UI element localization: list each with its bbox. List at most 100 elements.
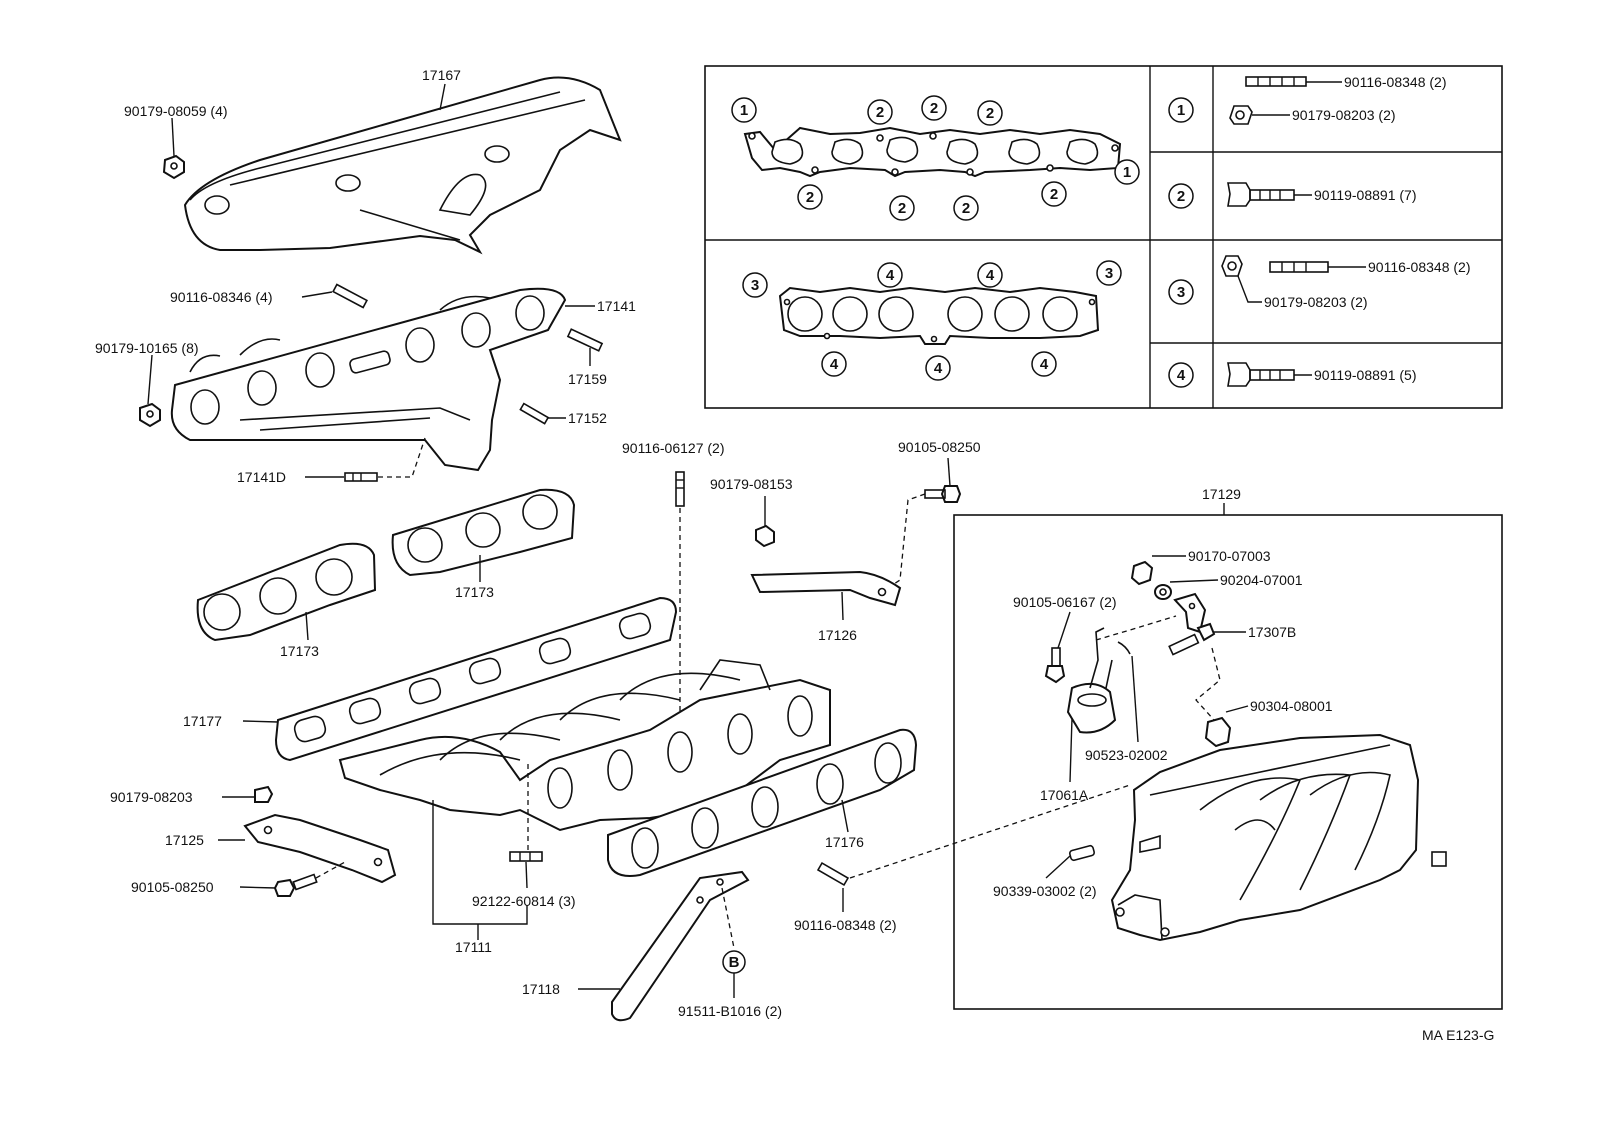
svg-text:2: 2 (986, 105, 994, 122)
bracket-17126-drawing (750, 570, 902, 607)
nut-90179-08203 (254, 785, 274, 803)
svg-text:2: 2 (898, 200, 906, 217)
bolt-90105-06167 (1044, 647, 1066, 684)
label-90116-08348-main: 90116-08348 (2) (794, 917, 896, 933)
leader-17176 (841, 799, 849, 833)
intake-manifold-gasket-17176 (607, 728, 918, 877)
svg-text:90116-08348 (2): 90116-08348 (2) (1344, 74, 1446, 90)
marker-B: B (722, 950, 746, 974)
label-90179-08203: 90179-08203 (110, 789, 193, 805)
washer-90204-07001 (1154, 584, 1172, 600)
intake-manifold-drawing (338, 659, 831, 832)
svg-text:2: 2 (1177, 188, 1185, 205)
marker-2-lower-b: 2 (889, 195, 915, 221)
stud-90116-08348 (816, 861, 850, 887)
fastener-row-1: 1 90116-08348 (2) 90179-08203 (2) (1168, 74, 1446, 125)
exhaust-gasket-right-drawing (391, 488, 576, 577)
stud-17141D (344, 472, 378, 482)
fastener-row-2: 2 90119-08891 (7) (1168, 182, 1416, 209)
marker-3-right: 3 (1096, 260, 1122, 286)
svg-text:2: 2 (1050, 186, 1058, 203)
label-90523-02002: 90523-02002 (1085, 747, 1168, 763)
leader-17177 (242, 720, 279, 723)
bracket-17111 (432, 800, 528, 925)
stud-92122-60814 (509, 851, 543, 862)
leader-90116-08346 (301, 291, 333, 298)
fastener-row-4: 4 90119-08891 (5) (1168, 362, 1416, 388)
nut-90179-08059 (162, 154, 185, 180)
marker-2-lower-a: 2 (797, 184, 823, 210)
svg-text:4: 4 (934, 360, 943, 377)
heat-insulator-drawing (183, 76, 622, 255)
leader-92122-60814 (525, 861, 528, 889)
label-90179-08153: 90179-08153 (710, 476, 793, 492)
marker-1-upper-left: 1 (731, 97, 757, 123)
svg-text:2: 2 (876, 104, 884, 121)
svg-text:2: 2 (962, 200, 970, 217)
intake-chamber-drawing (1110, 733, 1447, 942)
vsv-17061A-drawing (1066, 627, 1117, 734)
leader-90105-08250-top (947, 457, 951, 487)
svg-text:3: 3 (751, 277, 759, 294)
bracket-17125-drawing (243, 813, 397, 884)
label-17125: 17125 (165, 832, 204, 848)
svg-text:4: 4 (886, 267, 895, 284)
label-17126: 17126 (818, 627, 857, 643)
dash-17141D (378, 437, 426, 478)
svg-text:3: 3 (1177, 284, 1185, 301)
hose-90523-02002 (1117, 641, 1131, 655)
stud-90116-06127 (675, 471, 685, 507)
marker-4-upper-a: 4 (877, 262, 903, 288)
svg-text:1: 1 (1177, 102, 1185, 119)
leader-90105-06167 (1057, 611, 1071, 649)
dash-91511-B1016 (721, 887, 735, 949)
label-17307B: 17307B (1248, 624, 1296, 640)
intake-manifold-gasket-17177 (274, 596, 678, 762)
intake-chamber-box (953, 514, 1503, 1010)
label-17173-a: 17173 (280, 643, 319, 659)
label-90179-10165: 90179-10165 (8) (95, 340, 199, 356)
marker-2-upper-a: 2 (867, 99, 893, 125)
leader-17061A (1069, 717, 1073, 783)
manifold-gasket-drawing (778, 286, 1100, 345)
dash-90105-08250-bottom (315, 861, 346, 879)
marker-2-lower-d: 2 (1041, 181, 1067, 207)
stud-17159 (566, 328, 604, 352)
leader-90105-08250-bottom (239, 886, 277, 889)
label-17176: 17176 (825, 834, 864, 850)
dash-90304-08001 (1195, 647, 1221, 721)
label-90116-06127: 90116-06127 (2) (622, 440, 724, 456)
marker-2-upper-c: 2 (977, 100, 1003, 126)
label-17177: 17177 (183, 713, 222, 729)
leader-17167 (439, 83, 446, 111)
fastener-row-3: 3 90116-08348 (2) 90179-08203 (2) (1168, 255, 1470, 310)
marker-4-upper-b: 4 (977, 262, 1003, 288)
label-17141: 17141 (597, 298, 636, 314)
plug-90339-03002 (1068, 844, 1096, 862)
leader-90179-08059 (171, 117, 175, 157)
label-91511-B1016: 91511-B1016 (2) (678, 1003, 782, 1019)
leader-17173-a (305, 611, 309, 641)
label-17152: 17152 (568, 410, 607, 426)
svg-text:90119-08891 (7): 90119-08891 (7) (1314, 187, 1416, 203)
label-90105-08250-top: 90105-08250 (898, 439, 981, 455)
svg-text:90179-08203 (2): 90179-08203 (2) (1264, 294, 1368, 310)
svg-text:90119-08891 (5): 90119-08891 (5) (1314, 367, 1416, 383)
svg-text:90116-08348 (2): 90116-08348 (2) (1368, 259, 1470, 275)
label-92122-60814: 92122-60814 (3) (472, 893, 576, 909)
label-90179-08059: 90179-08059 (4) (124, 103, 228, 119)
nut-90179-10165 (139, 402, 161, 428)
bolt-90105-08250-bottom (273, 873, 318, 897)
svg-text:4: 4 (830, 356, 839, 373)
label-17061A: 17061A (1040, 787, 1089, 803)
leader-17126 (841, 591, 844, 621)
intake-gasket-drawing (743, 126, 1122, 178)
label-17111: 17111 (455, 939, 492, 955)
label-17118: 17118 (522, 981, 560, 997)
diagram-code: MA E123-G (1422, 1027, 1494, 1043)
svg-text:1: 1 (740, 102, 748, 119)
leader-90339-03002 (1045, 855, 1071, 879)
dash-17307B (1095, 615, 1177, 641)
svg-text:3: 3 (1105, 265, 1113, 282)
label-90170-07003: 90170-07003 (1188, 548, 1271, 564)
